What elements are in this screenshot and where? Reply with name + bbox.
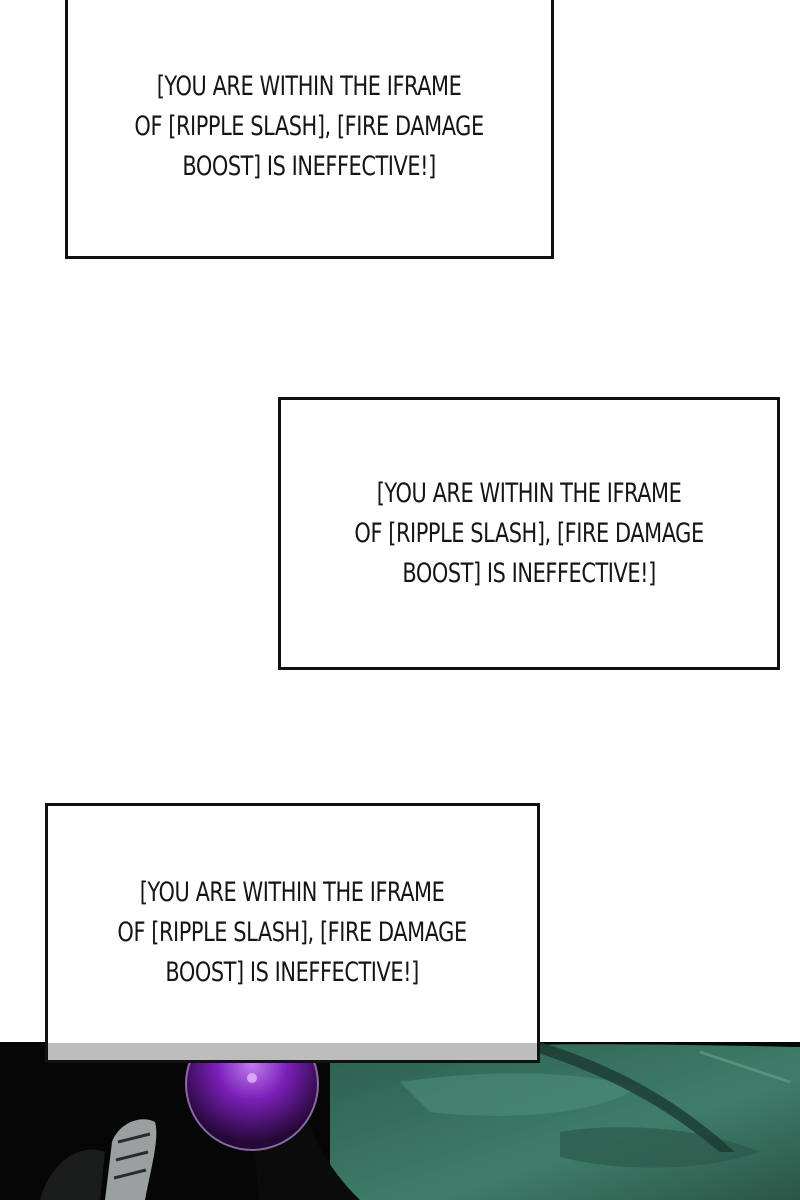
system-message-text-2: [YOU ARE WITHIN THE IFRAME OF [RIPPLE SL…	[354, 477, 704, 589]
system-message-text-3: [YOU ARE WITHIN THE IFRAME OF [RIPPLE SL…	[117, 877, 468, 988]
system-message-box-1: [YOU ARE WITHIN THE IFRAME OF [RIPPLE SL…	[65, 0, 554, 259]
purple-energy-orb	[186, 1042, 318, 1150]
scene-illustration	[0, 1042, 800, 1200]
comic-scene-panel	[0, 1042, 800, 1200]
system-message-box-2: [YOU ARE WITHIN THE IFRAME OF [RIPPLE SL…	[278, 397, 780, 670]
box-bottom-shade	[48, 1043, 537, 1060]
system-message-box-3: [YOU ARE WITHIN THE IFRAME OF [RIPPLE SL…	[45, 803, 540, 1063]
armored-figure-hand	[105, 1119, 157, 1200]
system-message-text-1: [YOU ARE WITHIN THE IFRAME OF [RIPPLE SL…	[134, 70, 485, 182]
green-stone-surface	[330, 1044, 800, 1200]
